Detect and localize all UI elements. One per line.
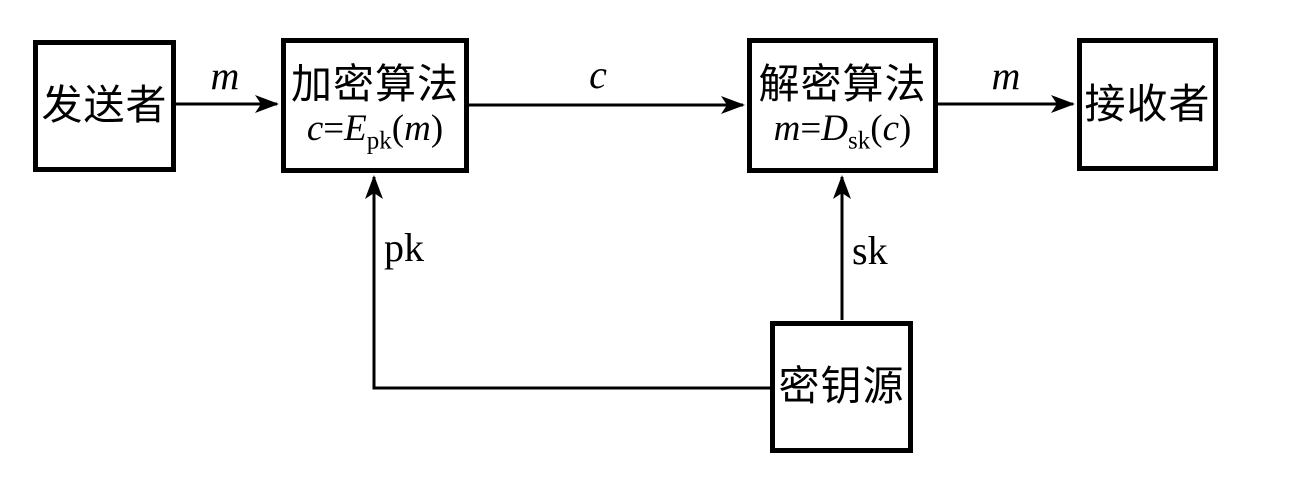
encrypt-title: 加密算法: [291, 60, 459, 107]
decrypt-formula-close-paren: ): [899, 107, 912, 149]
encrypt-formula-output: c: [306, 107, 324, 149]
key-source-label: 密钥源: [778, 363, 905, 410]
sender-label: 发送者: [41, 82, 168, 129]
edge-label-sk: sk: [852, 228, 888, 273]
encrypt-formula: c=Epk(m): [306, 107, 444, 155]
encrypt-formula-argument: m: [404, 107, 431, 149]
encrypt-formula-equals: =: [323, 107, 345, 149]
decrypt-title: 解密算法: [758, 60, 927, 107]
decrypt-formula-output: m: [773, 107, 801, 149]
receiver-label: 接收者: [1084, 80, 1211, 127]
encrypt-formula-open-paren: (: [391, 107, 405, 149]
decrypt-box: 解密算法 m=Dsk(c): [747, 38, 938, 173]
edge-pk-keysource-to-encrypt: [365, 175, 770, 390]
encrypt-formula-close-paren: ): [430, 107, 444, 149]
receiver-box: 接收者: [1077, 38, 1218, 171]
encrypt-formula-subscript: pk: [366, 127, 392, 155]
decrypt-formula: m=Dsk(c): [773, 107, 912, 155]
decrypt-formula-function: D: [821, 107, 848, 149]
decrypt-formula-subscript: sk: [848, 127, 871, 155]
encrypt-formula-function: E: [344, 107, 367, 149]
key-source-box: 密钥源: [770, 321, 913, 453]
edge-label-m-out: m: [991, 53, 1021, 98]
decrypt-formula-open-paren: (: [870, 107, 883, 149]
decrypt-formula-equals: =: [800, 107, 822, 149]
edge-label-m-in: m: [210, 53, 240, 98]
edge-label-pk: pk: [384, 225, 424, 270]
encrypt-box: 加密算法 c=Epk(m): [281, 38, 469, 173]
sender-box: 发送者: [33, 40, 176, 172]
edge-label-c: c: [589, 52, 607, 97]
decrypt-formula-argument: c: [882, 107, 899, 149]
